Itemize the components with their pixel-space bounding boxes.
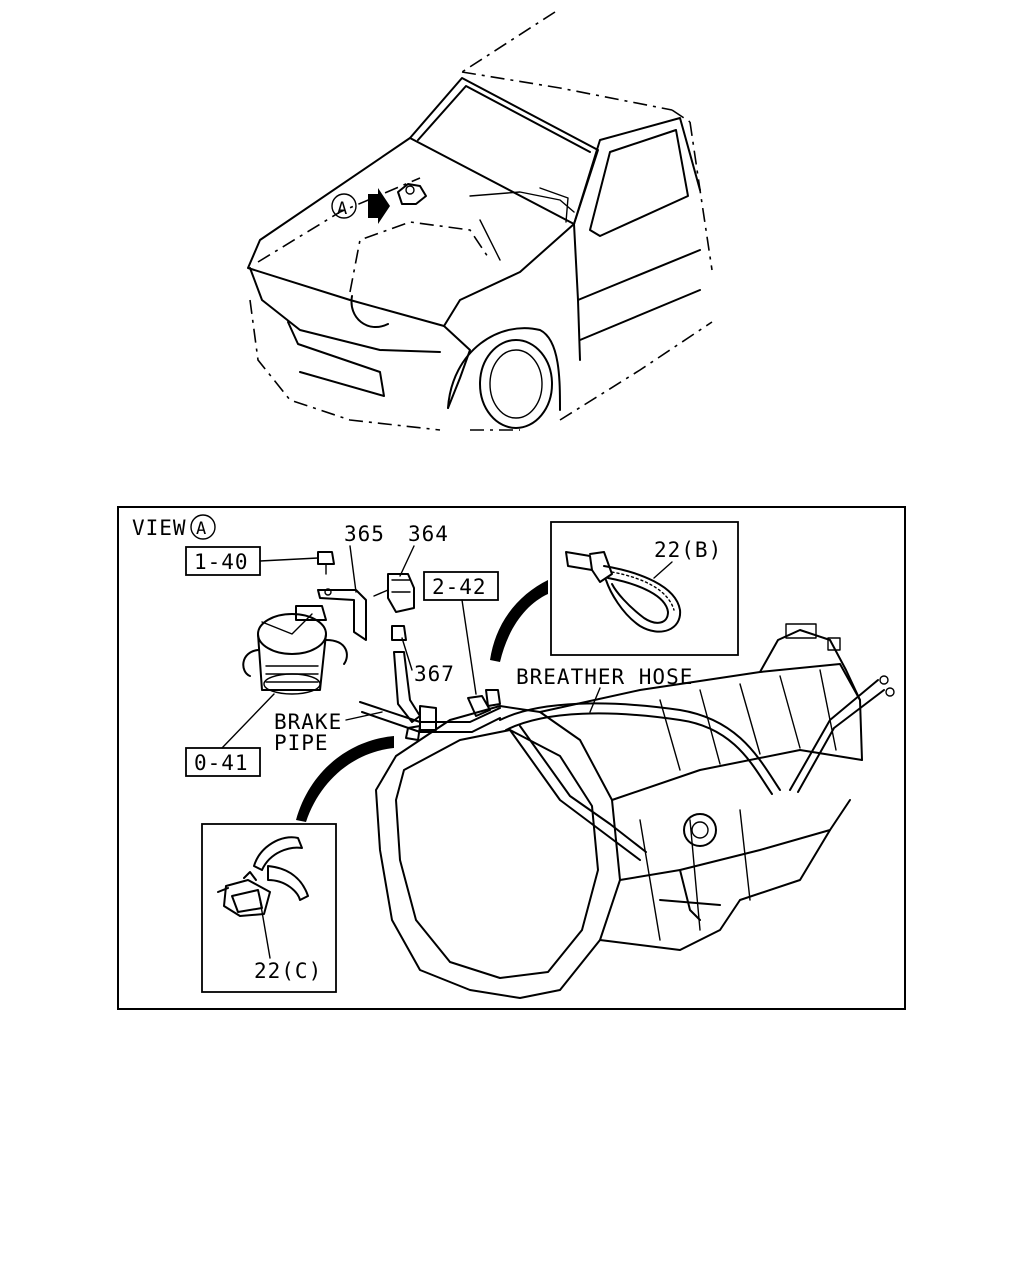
label-breather-hose: BREATHER HOSE bbox=[516, 665, 693, 689]
cable-tie-drawing bbox=[565, 551, 682, 633]
ref-label-1-40: 1-40 bbox=[194, 550, 249, 574]
ref-box-1-40 bbox=[185, 546, 261, 576]
part-label-364: 364 bbox=[408, 522, 449, 546]
part-label-22c: 22(C) bbox=[254, 959, 322, 983]
view-title: VIEW bbox=[132, 516, 187, 540]
label-brake-line1: BRAKE bbox=[274, 710, 342, 734]
ref-box-0-41 bbox=[185, 747, 261, 777]
transmission-drawing bbox=[375, 623, 895, 999]
part-label-365: 365 bbox=[344, 522, 385, 546]
clip-drawing bbox=[217, 836, 309, 917]
part-label-22b: 22(B) bbox=[654, 538, 722, 562]
detail-box-22c bbox=[201, 823, 337, 993]
ref-label-0-41: 0-41 bbox=[194, 751, 249, 775]
vehicle-drawing: A bbox=[247, 11, 713, 431]
ref-label-2-42: 2-42 bbox=[432, 575, 487, 599]
part-label-367: 367 bbox=[414, 662, 455, 686]
view-marker-letter: A bbox=[337, 199, 347, 219]
view-frame bbox=[117, 506, 906, 1010]
ref-box-2-42 bbox=[423, 571, 499, 601]
view-title-letter: A bbox=[196, 519, 206, 539]
filter-canister bbox=[242, 605, 348, 695]
label-brake-line2: PIPE bbox=[274, 731, 329, 755]
